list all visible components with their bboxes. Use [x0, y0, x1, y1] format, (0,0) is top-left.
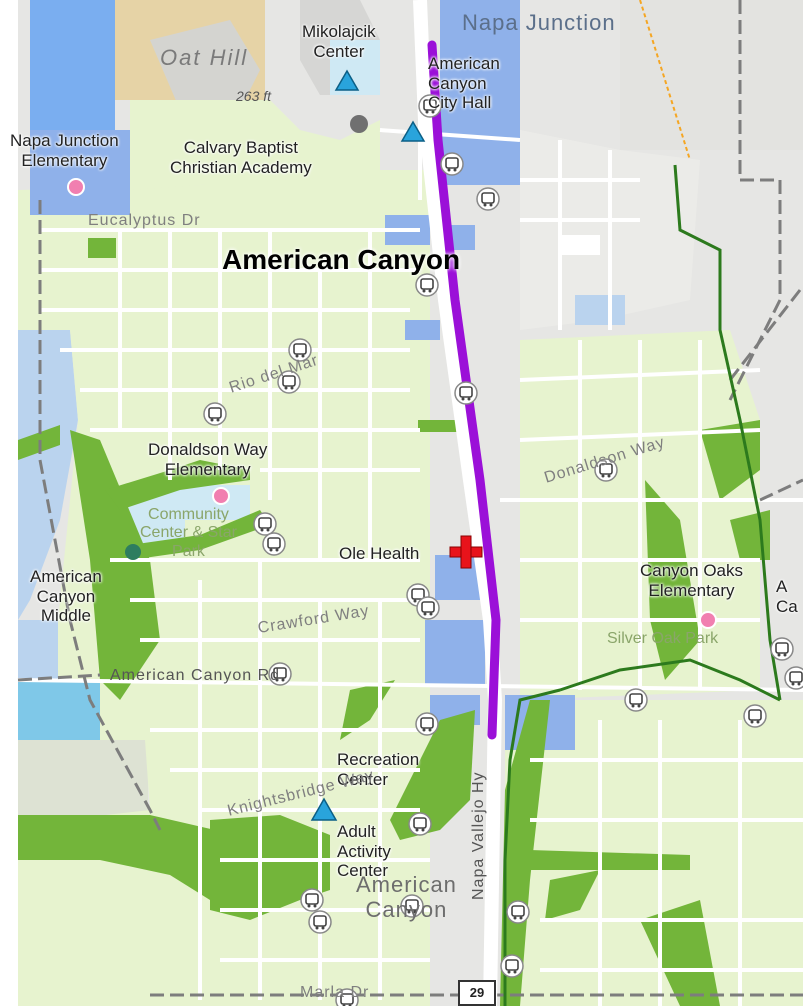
bus-stop-icon[interactable] — [308, 910, 332, 934]
bus-stop-icon[interactable] — [400, 894, 424, 918]
poi-label-adult-activity-center[interactable]: Adult Activity Center — [337, 822, 391, 881]
bus-stop-icon[interactable] — [203, 402, 227, 426]
park-label-silver-oak: Silver Oak Park — [607, 630, 719, 647]
church-icon[interactable] — [350, 115, 368, 133]
school-icon[interactable] — [212, 487, 230, 505]
bus-stop-icon[interactable] — [784, 666, 803, 690]
school-icon[interactable] — [699, 611, 717, 629]
school-icon[interactable] — [67, 178, 85, 196]
bus-stop-icon[interactable] — [770, 637, 794, 661]
building-east — [560, 235, 600, 255]
poi-label-mikolajcik[interactable]: Mikolajcik Center — [302, 22, 376, 61]
northeast-hills — [620, 0, 803, 150]
open-land-west — [18, 740, 148, 825]
hill-shade — [150, 20, 260, 110]
bus-stop-icon[interactable] — [300, 888, 324, 912]
community-triangle-icon[interactable] — [400, 120, 426, 142]
bus-stop-icon[interactable] — [277, 370, 301, 394]
place-label-american-canyon: American Canyon — [356, 872, 457, 923]
city-label-american-canyon: American Canyon — [222, 244, 461, 275]
park-south-strip — [530, 850, 690, 870]
park-eucalyptus — [88, 238, 116, 258]
trail-line — [503, 164, 782, 1006]
street-label-eucalyptus: Eucalyptus Dr — [88, 212, 201, 229]
bus-stop-icon[interactable] — [418, 94, 442, 118]
bus-stop-icon[interactable] — [416, 596, 440, 620]
park-south-highway-east — [500, 700, 550, 1006]
elevation-label: 263 ft — [236, 88, 272, 104]
bus-stop-icon[interactable] — [500, 954, 524, 978]
highway-shield-29: 29 — [458, 980, 496, 1006]
water-body-south — [18, 680, 100, 740]
poi-label-american-canyon-middle[interactable]: American Canyon Middle — [30, 567, 102, 626]
residential-north — [130, 100, 380, 190]
community-center-icon[interactable] — [125, 544, 141, 560]
star-park — [130, 510, 270, 560]
water-north — [30, 0, 115, 130]
community-triangle-icon[interactable] — [310, 797, 338, 821]
commercial-patch-5 — [425, 620, 485, 685]
park-canyon-oaks — [645, 480, 700, 680]
park-south-west — [18, 815, 215, 900]
poi-label-city-hall[interactable]: American Canyon City Hall — [428, 54, 500, 113]
poi-label-ole-health[interactable]: Ole Health — [339, 544, 420, 563]
poi-label-donaldson-elementary[interactable]: Donaldson Way Elementary — [148, 440, 268, 479]
road-label-napa-vallejo-hy: Napa Vallejo Hy — [470, 771, 487, 900]
bus-stop-icon[interactable] — [454, 381, 478, 405]
park-recreation — [210, 815, 330, 920]
bus-stop-icon[interactable] — [262, 532, 286, 556]
street-grid — [17, 0, 803, 1006]
park-greenbelt-west — [70, 430, 160, 700]
poi-label-calvary[interactable]: Calvary Baptist Christian Academy — [170, 138, 312, 177]
water-body-west — [18, 330, 78, 620]
poi-label-recreation-center[interactable]: Recreation Center — [337, 750, 420, 789]
bus-stop-icon[interactable] — [415, 273, 439, 297]
pond-east — [575, 295, 625, 325]
bus-stop-icon[interactable] — [476, 187, 500, 211]
place-label-oat-hill: Oat Hill — [160, 45, 249, 70]
bus-stop-icon[interactable] — [288, 338, 312, 362]
hospital-icon[interactable] — [449, 535, 483, 569]
commercial-patch-3 — [405, 320, 440, 340]
poi-label-right-edge: A Ca — [776, 577, 798, 616]
street-label-american-canyon-rd: American Canyon Rd — [110, 667, 281, 684]
bus-stop-icon[interactable] — [594, 458, 618, 482]
place-label-napa-junction: Napa Junction — [462, 10, 616, 35]
residential-southeast — [505, 700, 803, 1006]
bus-stop-icon[interactable] — [624, 688, 648, 712]
bus-stop-icons[interactable] — [203, 94, 803, 1006]
bus-stop-icon[interactable] — [506, 900, 530, 924]
bus-stop-icon[interactable] — [743, 704, 767, 728]
poi-label-napa-junction-elementary[interactable]: Napa Junction Elementary — [10, 131, 119, 170]
park-highway-west — [390, 710, 475, 840]
water-body-southwest — [18, 620, 58, 680]
bus-stop-icon[interactable] — [415, 712, 439, 736]
map-left-margin — [0, 0, 18, 1006]
bus-stop-icon[interactable] — [268, 662, 292, 686]
park-strip-mid — [418, 420, 458, 432]
street-label-marla-dr: Marla Dr — [300, 984, 370, 1001]
poi-label-community-center[interactable]: Community Center & Star Park — [140, 506, 237, 560]
poi-label-canyon-oaks-elementary[interactable]: Canyon Oaks Elementary — [640, 561, 743, 600]
bus-stop-icon[interactable] — [335, 988, 359, 1006]
bus-stop-icon[interactable] — [408, 812, 432, 836]
bus-stop-icon[interactable] — [440, 152, 464, 176]
napa-junction-school-grounds — [30, 130, 130, 215]
park-south-small — [545, 870, 600, 920]
bus-stop-icon[interactable] — [253, 512, 277, 536]
park-north-of-community — [105, 460, 250, 510]
community-triangle-icon[interactable] — [334, 69, 360, 91]
